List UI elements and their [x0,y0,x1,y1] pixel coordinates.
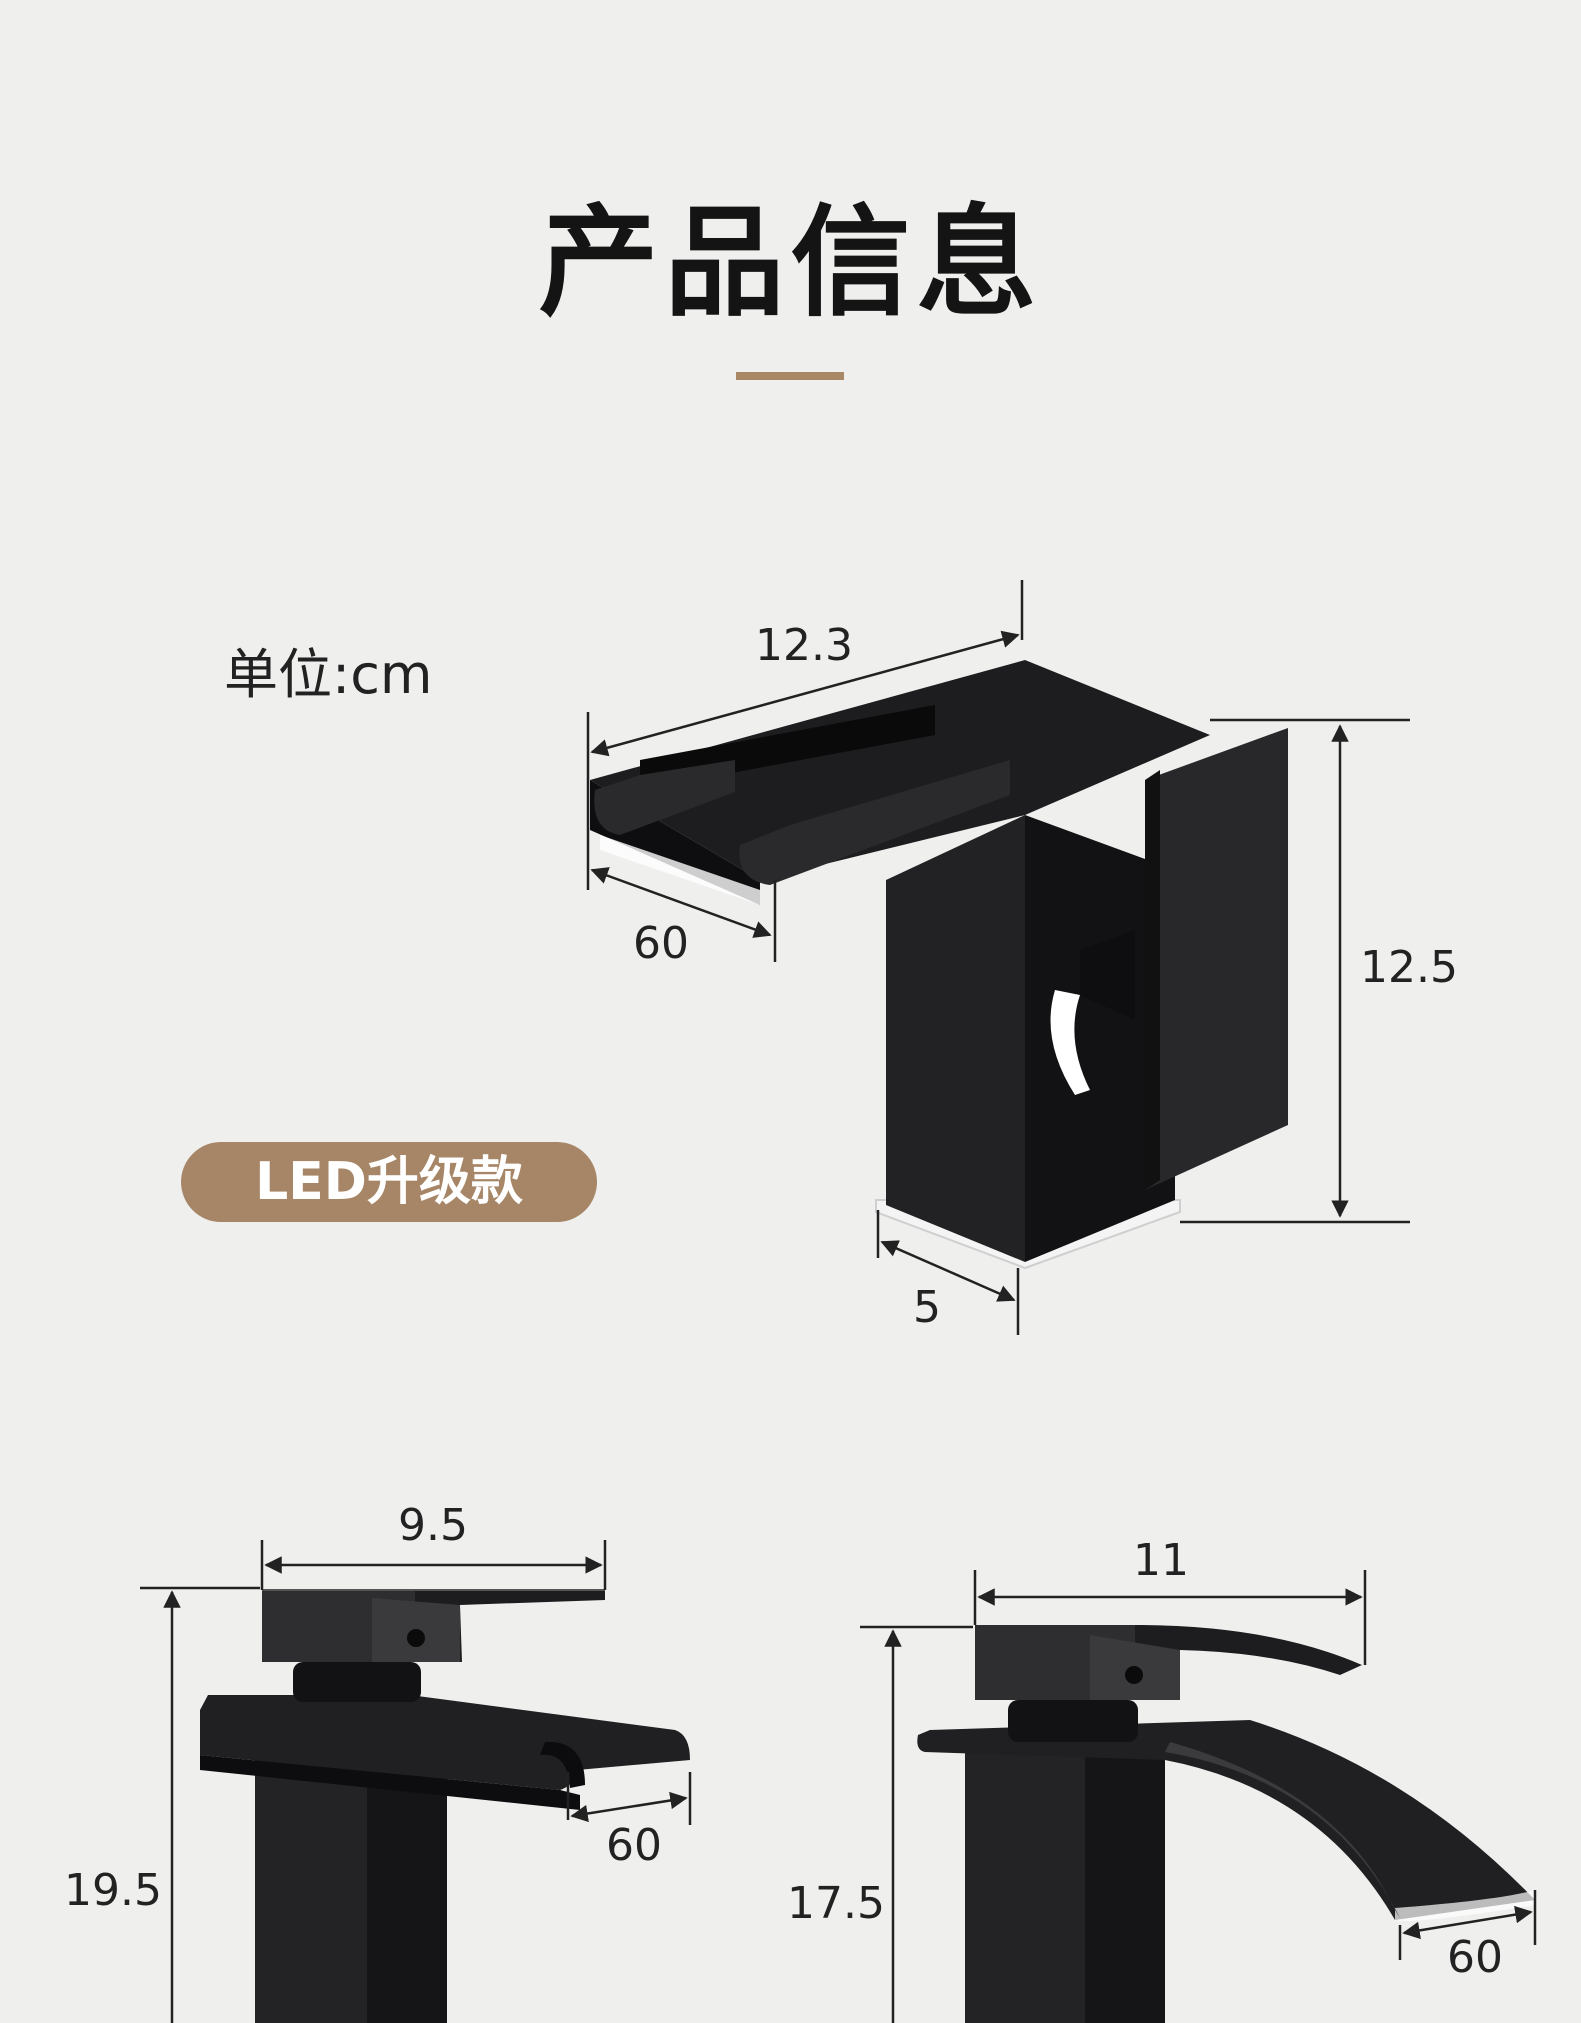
dim-label-height: 19.5 [64,1865,162,1916]
dim-label-spout: 60 [1447,1932,1503,1983]
title-underline [736,372,844,380]
curved-dimension-lines [860,1570,1537,2023]
square-faucet-illustration [200,1589,690,2023]
dim-label-height: 12.5 [1360,942,1458,993]
dim-label-height: 17.5 [787,1878,885,1929]
led-upgrade-badge: LED升级款 [181,1142,597,1222]
unit-label: 单位:cm [224,643,433,706]
led-faucet-illustration [590,660,1288,1270]
dim-label-spout: 60 [606,1820,662,1871]
page-title: 产品信息 [538,194,1043,333]
square-dimension-lines [140,1540,692,2023]
dim-label-width: 11 [1133,1535,1189,1586]
curved-faucet-illustration [917,1625,1535,2023]
dim-label-base: 5 [913,1282,941,1333]
dim-label-width: 12.3 [755,620,853,671]
dim-label-spout: 60 [633,918,689,969]
dim-label-width: 9.5 [398,1500,468,1551]
led-dimension-lines [586,580,1410,1335]
